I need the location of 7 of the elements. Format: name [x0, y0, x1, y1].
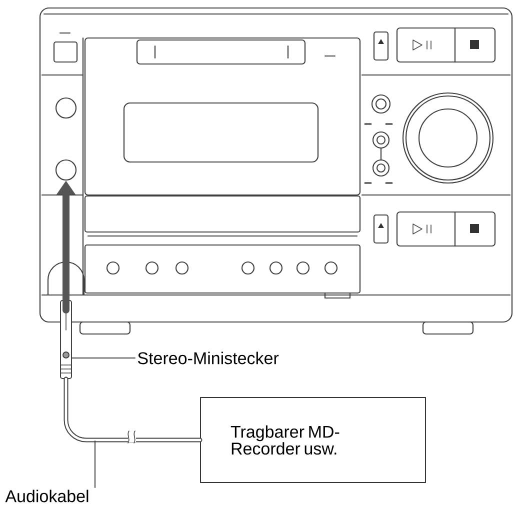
- part-label: Stereo-Ministecker: [135, 350, 281, 366]
- jack-socket: [55, 159, 77, 181]
- part-label: Audiokabel: [3, 488, 92, 504]
- device-box: Tragbarer MD-Recorder usw.: [200, 397, 426, 483]
- plug: [60, 300, 72, 379]
- leader-line: [94, 440, 96, 488]
- cable: [64, 376, 202, 442]
